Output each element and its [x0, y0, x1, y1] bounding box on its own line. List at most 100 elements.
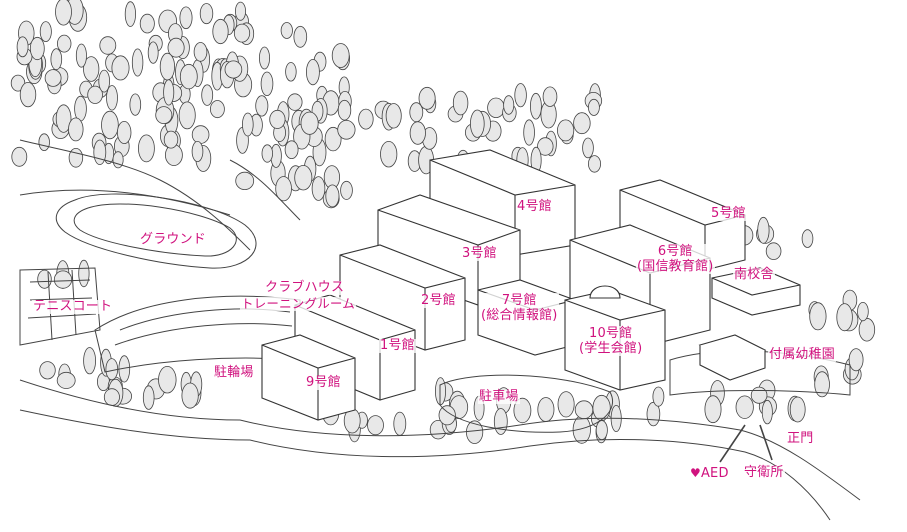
tree	[514, 83, 527, 108]
tree	[652, 386, 665, 407]
tree	[159, 52, 175, 81]
guard-pointer-line	[759, 424, 773, 461]
building-4-label: 4号館	[516, 199, 553, 214]
tree	[293, 25, 308, 48]
tree	[757, 216, 770, 244]
tree	[537, 137, 554, 156]
tree	[167, 37, 185, 58]
tree	[163, 79, 175, 106]
tree	[87, 85, 103, 104]
tree	[99, 36, 117, 55]
tree	[503, 95, 515, 115]
tree	[39, 361, 56, 380]
tree	[340, 180, 353, 200]
ground-track	[55, 193, 257, 269]
tree	[358, 108, 374, 130]
tree	[523, 119, 535, 146]
tree	[147, 41, 159, 64]
aed-label: ♥AED	[689, 466, 730, 481]
tree	[93, 139, 107, 166]
tree	[16, 36, 29, 58]
tree	[111, 55, 130, 81]
building-2-label: 2号館	[420, 293, 457, 308]
tree	[191, 125, 210, 144]
tree	[39, 21, 52, 43]
building-7-name: 7号館	[501, 293, 537, 308]
tree	[178, 101, 196, 130]
tree	[124, 1, 136, 27]
tree	[556, 119, 575, 142]
tree	[452, 90, 469, 116]
building-10-name: 10号館	[589, 326, 633, 341]
tree	[78, 259, 90, 288]
tree	[38, 133, 50, 152]
tree	[409, 102, 424, 123]
tree	[325, 184, 340, 208]
tree	[574, 400, 594, 420]
tree	[280, 22, 293, 39]
tree	[261, 144, 274, 163]
tree	[163, 130, 179, 149]
tree	[55, 104, 72, 133]
clubhouse-label: クラブハウス	[264, 280, 346, 295]
tree	[50, 48, 63, 71]
tree	[418, 86, 436, 110]
tree	[269, 109, 286, 129]
tree	[56, 371, 76, 389]
tree	[103, 388, 120, 406]
tree	[592, 394, 611, 421]
building-6-name: 6号館	[657, 244, 693, 259]
tree	[409, 121, 426, 145]
tree	[761, 399, 773, 425]
tree	[75, 43, 87, 68]
tree	[68, 148, 84, 168]
tree	[469, 109, 485, 138]
tree	[106, 85, 118, 111]
tree	[53, 270, 73, 289]
tree	[573, 112, 591, 135]
building-7-subname: (総合情報館)	[481, 308, 558, 323]
tree	[83, 56, 100, 82]
tree	[836, 303, 853, 332]
tree	[809, 302, 827, 331]
tree	[284, 140, 299, 160]
tree	[193, 42, 208, 62]
tree	[44, 69, 62, 87]
tree	[131, 48, 144, 77]
tree	[735, 395, 754, 419]
tree	[11, 146, 28, 167]
tree	[438, 405, 456, 426]
tree	[750, 386, 768, 404]
tennis-court-label: テニスコート	[32, 299, 114, 314]
tree	[385, 103, 402, 129]
forest-trees	[10, 0, 876, 445]
parking-label: 駐車場	[478, 389, 520, 404]
tree	[275, 176, 292, 202]
tree	[765, 242, 782, 261]
tree	[158, 366, 177, 394]
tree	[337, 120, 356, 140]
tree	[487, 97, 505, 119]
tree	[234, 1, 246, 21]
building-6-label: 6号館 (国信教育館)	[636, 244, 715, 274]
tree	[68, 117, 84, 142]
tree	[258, 46, 270, 70]
ground-label: グラウンド	[139, 232, 208, 247]
tree	[300, 111, 319, 135]
tree	[56, 34, 72, 53]
tree	[513, 397, 532, 424]
dome	[589, 285, 621, 299]
tree	[181, 382, 199, 409]
tree	[116, 121, 132, 145]
tree	[285, 62, 297, 82]
tree	[201, 84, 214, 106]
tree	[55, 0, 72, 26]
tree	[137, 134, 155, 163]
tree	[212, 18, 229, 45]
aed-text: AED	[700, 466, 729, 481]
tree	[74, 95, 87, 122]
tree	[98, 69, 110, 93]
tree	[112, 151, 124, 169]
